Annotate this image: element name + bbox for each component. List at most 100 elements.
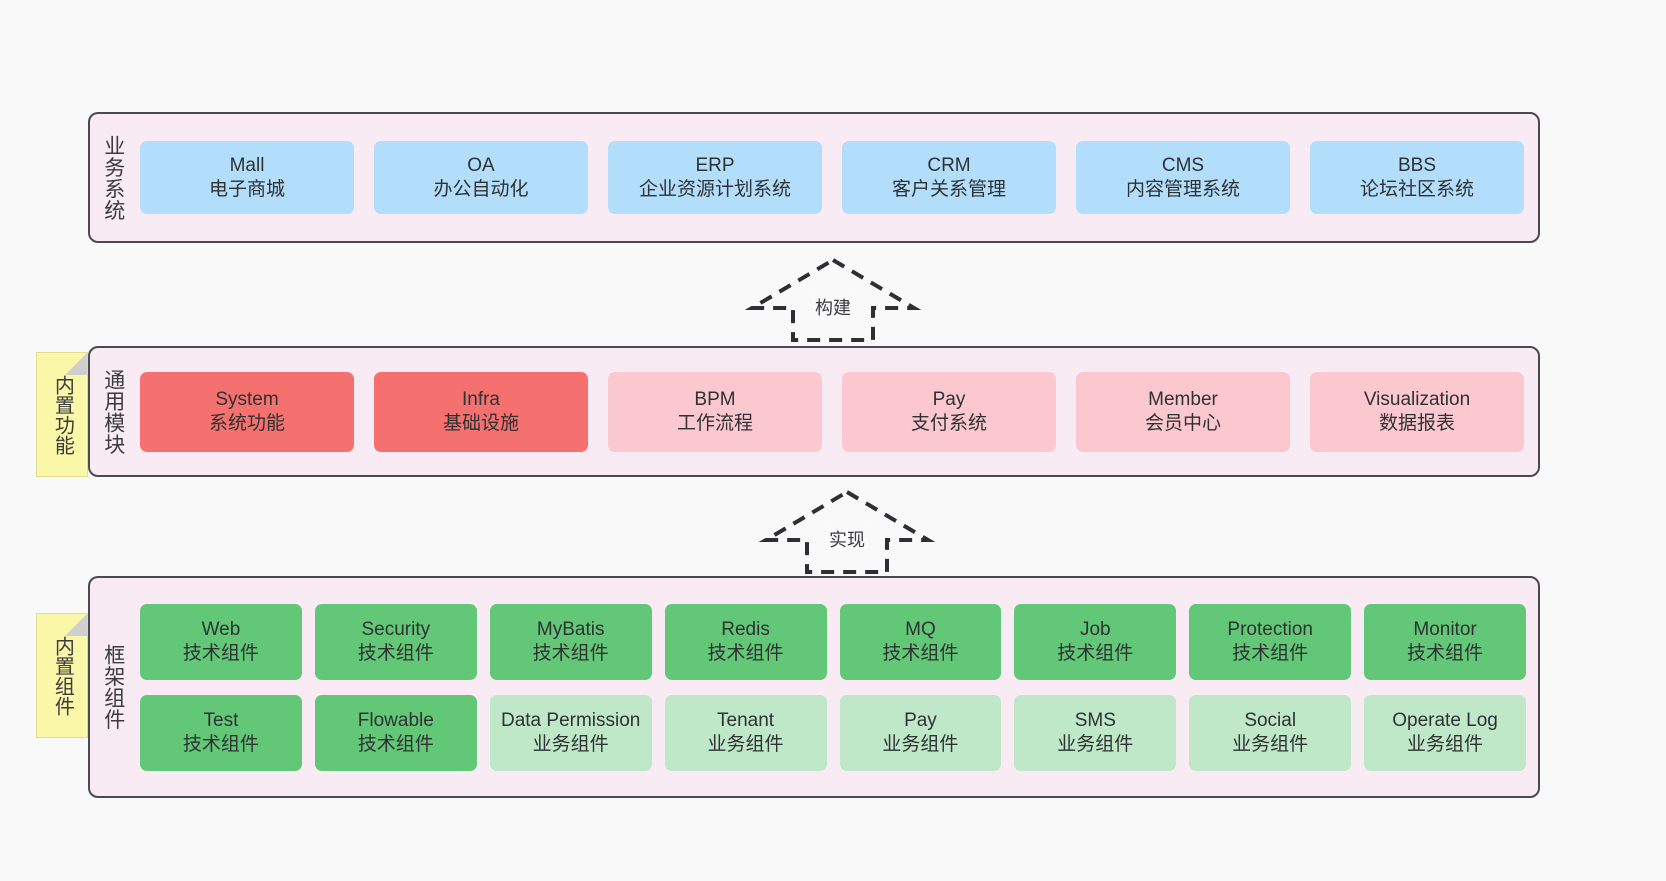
card-infra[interactable]: Infra 基础设施 — [374, 371, 588, 452]
layer-business-systems: 业务系统 Mall 电子商城 OA 办公自动化 ERP 企业资源计划系统 CRM… — [88, 112, 1540, 243]
card-subtitle: 业务组件 — [1407, 733, 1484, 755]
card-title: Job — [1079, 618, 1111, 640]
card-subtitle: 数据报表 — [1378, 412, 1455, 434]
card-oa[interactable]: OA 办公自动化 — [374, 141, 588, 214]
card-mybatis[interactable]: MyBatis 技术组件 — [489, 603, 652, 680]
card-subtitle: 技术组件 — [357, 733, 434, 755]
card-title: Protection — [1227, 618, 1313, 640]
card-subtitle: 技术组件 — [182, 642, 259, 664]
note-label: 内置功能 — [51, 374, 74, 455]
card-subtitle: 基础设施 — [442, 412, 519, 434]
note-label: 内置组件 — [51, 635, 74, 716]
card-title: OA — [467, 154, 495, 176]
card-subtitle: 内容管理系统 — [1125, 178, 1240, 200]
card-row: Mall 电子商城 OA 办公自动化 ERP 企业资源计划系统 CRM 客户关系… — [140, 141, 1524, 214]
card-subtitle: 工作流程 — [676, 412, 753, 434]
card-subtitle: 支付系统 — [910, 412, 987, 434]
card-title: Social — [1244, 709, 1297, 731]
card-subtitle: 技术组件 — [532, 642, 609, 664]
card-title: Pay — [904, 709, 937, 731]
layer-common-modules: 通用模块 System 系统功能 Infra 基础设施 BPM 工作流程 Pay… — [88, 346, 1540, 477]
card-tenant[interactable]: Tenant 业务组件 — [664, 694, 827, 771]
card-bbs[interactable]: BBS 论坛社区系统 — [1310, 141, 1524, 214]
card-title: CMS — [1161, 154, 1205, 176]
card-subtitle: 业务组件 — [532, 733, 609, 755]
card-erp[interactable]: ERP 企业资源计划系统 — [608, 141, 822, 214]
card-flowable[interactable]: Flowable 技术组件 — [314, 694, 477, 771]
card-job[interactable]: Job 技术组件 — [1014, 603, 1177, 680]
card-protection[interactable]: Protection 技术组件 — [1189, 603, 1352, 680]
card-monitor[interactable]: Monitor 技术组件 — [1364, 603, 1526, 680]
card-subtitle: 技术组件 — [1407, 642, 1484, 664]
card-row: Web 技术组件 Security 技术组件 MyBatis 技术组件 Redi… — [140, 603, 1526, 680]
card-row: Test 技术组件 Flowable 技术组件 Data Permission … — [140, 694, 1526, 771]
layer-title-framework-components: 框架组件 — [101, 644, 125, 730]
card-crm[interactable]: CRM 客户关系管理 — [842, 141, 1056, 214]
card-pay[interactable]: Pay 支付系统 — [842, 371, 1056, 452]
card-operate-log[interactable]: Operate Log 业务组件 — [1364, 694, 1526, 771]
card-title: System — [215, 388, 279, 410]
card-subtitle: 技术组件 — [357, 642, 434, 664]
card-subtitle: 技术组件 — [182, 733, 259, 755]
implement-arrow-label: 实现 — [826, 526, 868, 552]
card-title: Infra — [461, 388, 501, 410]
card-sms[interactable]: SMS 业务组件 — [1014, 694, 1177, 771]
card-title: SMS — [1074, 709, 1116, 731]
card-subtitle: 业务组件 — [1232, 733, 1309, 755]
layer-framework-components: 框架组件 Web 技术组件 Security 技术组件 MyBatis 技术组件… — [88, 576, 1540, 798]
implement-arrow-shape — [758, 489, 936, 574]
card-title: BBS — [1397, 154, 1437, 176]
card-web[interactable]: Web 技术组件 — [140, 603, 302, 680]
card-pay-component[interactable]: Pay 业务组件 — [839, 694, 1002, 771]
card-title: Redis — [721, 618, 770, 640]
card-title: BPM — [694, 388, 736, 410]
card-subtitle: 业务组件 — [1057, 733, 1134, 755]
layer-body-common-modules: System 系统功能 Infra 基础设施 BPM 工作流程 Pay 支付系统… — [136, 348, 1538, 475]
card-bpm[interactable]: BPM 工作流程 — [608, 371, 822, 452]
card-system[interactable]: System 系统功能 — [140, 371, 354, 452]
card-title: CRM — [927, 154, 971, 176]
card-subtitle: 技术组件 — [707, 642, 784, 664]
card-subtitle: 技术组件 — [1057, 642, 1134, 664]
layer-body-business-systems: Mall 电子商城 OA 办公自动化 ERP 企业资源计划系统 CRM 客户关系… — [136, 114, 1538, 241]
card-redis[interactable]: Redis 技术组件 — [664, 603, 827, 680]
card-title: Security — [361, 618, 431, 640]
card-subtitle: 企业资源计划系统 — [638, 178, 791, 200]
layer-title-common-modules: 通用模块 — [101, 368, 125, 455]
card-subtitle: 技术组件 — [1232, 642, 1309, 664]
card-subtitle: 客户关系管理 — [891, 178, 1006, 200]
card-cms[interactable]: CMS 内容管理系统 — [1076, 141, 1290, 214]
card-data-permission[interactable]: Data Permission 业务组件 — [489, 694, 652, 771]
card-title: Data Permission — [500, 709, 641, 731]
card-subtitle: 电子商城 — [208, 178, 285, 200]
build-arrow-shape — [744, 257, 922, 342]
card-mall[interactable]: Mall 电子商城 — [140, 141, 354, 214]
card-subtitle: 技术组件 — [882, 642, 959, 664]
layer-title-business-systems: 业务系统 — [101, 134, 125, 221]
card-subtitle: 业务组件 — [707, 733, 784, 755]
card-title: Flowable — [357, 709, 434, 731]
card-member[interactable]: Member 会员中心 — [1076, 371, 1290, 452]
card-title: Monitor — [1413, 618, 1477, 640]
card-title: MyBatis — [536, 618, 605, 640]
card-title: Member — [1148, 388, 1218, 410]
card-visualization[interactable]: Visualization 数据报表 — [1310, 371, 1524, 452]
card-subtitle: 会员中心 — [1144, 412, 1221, 434]
card-test[interactable]: Test 技术组件 — [140, 694, 302, 771]
card-title: Pay — [932, 388, 966, 410]
note-builtin-component: 内置组件 — [36, 613, 88, 738]
card-title: Test — [203, 709, 239, 731]
card-social[interactable]: Social 业务组件 — [1189, 694, 1352, 771]
card-title: MQ — [905, 618, 936, 640]
card-subtitle: 业务组件 — [882, 733, 959, 755]
card-subtitle: 办公自动化 — [433, 178, 529, 200]
implement-arrow: 实现 — [758, 489, 936, 574]
card-row: System 系统功能 Infra 基础设施 BPM 工作流程 Pay 支付系统… — [140, 371, 1524, 452]
layer-body-framework-components: Web 技术组件 Security 技术组件 MyBatis 技术组件 Redi… — [136, 578, 1538, 796]
card-security[interactable]: Security 技术组件 — [314, 603, 477, 680]
card-mq[interactable]: MQ 技术组件 — [839, 603, 1002, 680]
note-builtin-function: 内置功能 — [36, 352, 88, 477]
card-title: Mall — [229, 154, 265, 176]
card-title: Visualization — [1363, 388, 1471, 410]
